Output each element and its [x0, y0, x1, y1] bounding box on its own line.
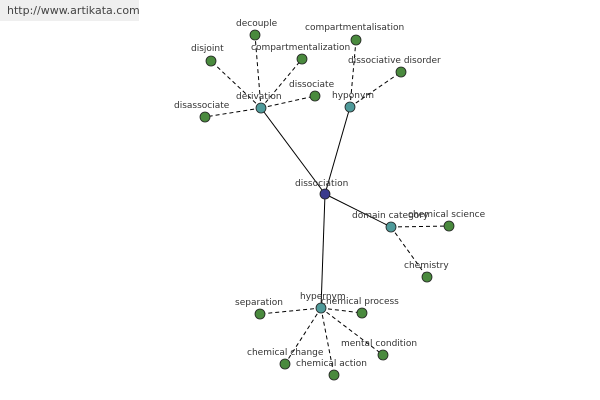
node-chemical-process[interactable]: chemical process — [321, 297, 399, 319]
node-label[interactable]: hypernym — [300, 292, 346, 302]
node-mental-condition[interactable]: mental condition — [341, 339, 417, 361]
node-label[interactable]: disjoint — [191, 44, 224, 54]
leaf-node-dot[interactable] — [377, 349, 389, 361]
edge-chemical-action — [320, 307, 335, 376]
graph-nodes: decouple disjoint compartmentalization diss… — [174, 19, 486, 381]
node-chemistry[interactable]: chemistry — [404, 261, 449, 283]
node-derivation[interactable]: derivation — [236, 92, 282, 114]
edge-dissociate — [260, 95, 316, 109]
node-compartmentalisation[interactable]: compartmentalisation — [305, 23, 404, 46]
leaf-node-dot[interactable] — [296, 53, 308, 65]
node-label[interactable]: domain category — [352, 211, 429, 221]
leaf-node-dot[interactable] — [199, 111, 211, 123]
node-label[interactable]: mental condition — [341, 339, 417, 349]
edge-derivation — [260, 107, 326, 195]
node-decouple[interactable]: decouple — [236, 19, 278, 41]
node-label[interactable]: chemical science — [408, 210, 486, 220]
node-label[interactable]: chemical change — [247, 348, 324, 358]
leaf-node-dot[interactable] — [395, 66, 407, 78]
node-compartmentalization[interactable]: compartmentalization — [251, 43, 350, 65]
leaf-node-dot[interactable] — [443, 220, 455, 232]
node-dissociate[interactable]: dissociate — [289, 80, 335, 102]
node-disassociate[interactable]: disassociate — [174, 101, 230, 123]
node-chemical-action[interactable]: chemical action — [296, 359, 367, 381]
leaf-node-dot[interactable] — [328, 369, 340, 381]
node-label[interactable]: dissociative disorder — [348, 56, 441, 66]
node-disjoint[interactable]: disjoint — [191, 44, 224, 67]
node-label[interactable]: derivation — [236, 92, 282, 102]
edge-separation — [259, 307, 322, 315]
node-label[interactable]: dissociation — [295, 179, 348, 189]
edge-compartmentalisation — [349, 39, 357, 108]
edge-chemical-science — [390, 225, 450, 228]
node-hyponym[interactable]: hyponym — [332, 91, 374, 113]
node-domain-category[interactable]: domain category — [352, 211, 429, 233]
leaf-node-dot[interactable] — [205, 55, 217, 67]
leaf-node-dot[interactable] — [350, 34, 362, 46]
edge-disjoint — [210, 60, 262, 109]
node-label[interactable]: decouple — [236, 19, 278, 29]
edge-chemistry — [390, 226, 428, 278]
node-dissociation[interactable]: dissociation — [295, 179, 348, 200]
edge-mental-condition — [320, 307, 384, 356]
leaf-node-dot[interactable] — [309, 90, 321, 102]
node-label[interactable]: compartmentalisation — [305, 23, 404, 33]
leaf-node-dot[interactable] — [279, 358, 291, 370]
leaf-node-dot[interactable] — [356, 307, 368, 319]
edge-compartmentalization — [260, 58, 303, 109]
edge-dissociative-disorder — [349, 71, 402, 108]
node-label[interactable]: hyponym — [332, 91, 374, 101]
relation-node-dot[interactable] — [315, 302, 327, 314]
node-chemical-science[interactable]: chemical science — [408, 210, 486, 232]
node-label[interactable]: chemistry — [404, 261, 449, 271]
node-label[interactable]: chemical process — [321, 297, 399, 307]
root-node-dot[interactable] — [319, 188, 331, 200]
edge-hyponym — [324, 106, 351, 195]
relation-node-dot[interactable] — [344, 101, 356, 113]
node-label[interactable]: chemical action — [296, 359, 367, 369]
relation-node-dot[interactable] — [255, 102, 267, 114]
relation-node-dot[interactable] — [385, 221, 397, 233]
edge-disassociate — [204, 107, 262, 118]
graph-edges — [204, 34, 450, 376]
node-label[interactable]: disassociate — [174, 101, 230, 111]
edge-domain-category — [324, 193, 392, 228]
node-label[interactable]: dissociate — [289, 80, 335, 90]
edge-hypernym — [320, 193, 326, 309]
leaf-node-dot[interactable] — [421, 271, 433, 283]
leaf-node-dot[interactable] — [254, 308, 266, 320]
edge-decouple — [254, 34, 262, 109]
node-label[interactable]: separation — [235, 298, 283, 308]
node-label[interactable]: compartmentalization — [251, 43, 350, 53]
node-hypernym[interactable]: hypernym — [300, 292, 346, 314]
node-chemical-change[interactable]: chemical change — [247, 348, 324, 370]
leaf-node-dot[interactable] — [249, 29, 261, 41]
watermark-url[interactable]: http://www.artikata.com — [0, 0, 140, 21]
node-dissociative-disorder[interactable]: dissociative disorder — [348, 56, 441, 78]
node-separation[interactable]: separation — [235, 298, 283, 320]
